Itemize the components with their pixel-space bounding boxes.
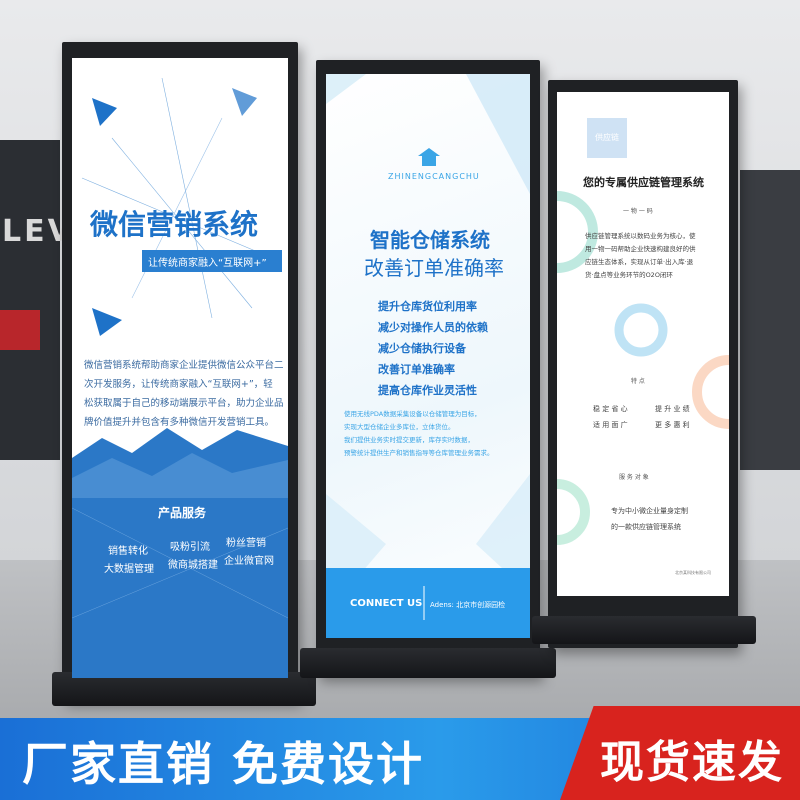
sign3-target-line: 专为中小微企业量身定制 [611,507,688,515]
banner-left-text: 厂家直销 免费设计 [22,737,425,791]
banner-red-block [560,706,800,800]
sign3-section1: 一 物 一 码 [623,208,653,215]
sign1-body-line: 次开发服务，让传统商家融入“互联网+”，轻 [84,379,273,390]
red-wall-block [0,310,40,350]
banner-right-text: 现货速发 [600,737,784,788]
sign3-feature: 更 多 惠 利 [655,421,690,429]
sign1-subtitle-bg [142,250,282,272]
sign2-point: 提高仓库作业灵活性 [378,384,477,397]
sign2-footer-title: CONNECT US [350,598,423,609]
dark-wall-left [0,140,60,460]
sign1-service: 销售转化 [108,546,148,557]
dark-wall-right [740,170,800,470]
stand-base-3 [532,616,756,644]
sign1-service: 吸粉引流 [170,542,210,553]
sign2-brand: ZHINENGCANGCHU [388,172,480,181]
sign3-body-line: 货·盘点等业务环节的O2O闭环 [585,271,673,279]
sign-weixin: 微信营销系统 让传统商家融入“互联网+” 微信营销系统帮助商家企业提供微信公众平… [72,58,288,678]
sign3-feature: 稳 定 省 心 [593,405,628,413]
sign2-body-line: 我们提供业务实时提交更新，库存实时数据， [344,436,474,444]
sign2-point: 减少仓储执行设备 [378,342,466,355]
sign1-services-title: 产品服务 [158,506,207,520]
sign3-tag: 供应链 [595,133,619,142]
sign2-point: 减少对操作人员的依赖 [378,321,488,334]
sign3-target-line: 的一款供应链管理系统 [611,523,681,531]
sign1-service: 企业微官网 [224,556,274,567]
sign1-body: 微信营销系统帮助商家企业提供微信公众平台二 次开发服务，让传统商家融入“互联网+… [84,356,284,432]
sign3-section3: 服 务 对 象 [619,474,649,481]
sign2-body-line: 预警统计提供生产和销售指导等仓库管理业务需求。 [344,449,494,457]
sign3-section2: 特 点 [631,378,645,385]
background-sign-text: LEV [2,214,74,249]
sign2-footer-address: Adens: 北京市创源园检 [430,601,506,609]
sign2-body-line: 实现大型仓储企业多库位，立体货位。 [344,423,455,431]
sign1-service: 微商城搭建 [168,560,218,571]
sign3-footer: 北京某科技有限公司 [675,570,711,575]
sign2-body: 使用无线PDA数据采集设备以仓储管理为目标， 实现大型仓储企业多库位，立体货位。… [344,408,524,460]
sign2-point: 改善订单准确率 [378,363,455,376]
sign-gongyinglian: 供应链 您的专属供应链管理系统 一 物 一 码 供应链管理系统以数码业务为核心，… [557,92,729,596]
sign2-points: 提升仓库货位利用率 减少对操作人员的依赖 减少仓储执行设备 改善订单准确率 提高… [378,296,488,401]
sign1-title: 微信营销系统 [90,208,259,241]
sign3-decor [557,118,729,545]
sign3-title: 您的专属供应链管理系统 [583,176,704,189]
sign2-decor [326,74,530,638]
sign2-body-line: 使用无线PDA数据采集设备以仓储管理为目标， [344,410,481,418]
sign-cangchu: ZHINENGCANGCHU 智能仓储系统 改善订单准确率 提升仓库货位利用率 … [326,74,530,638]
sign3-body-line: 供应链管理系统以数码业务为核心，使 [585,232,696,240]
stand-base-2 [300,648,556,678]
sign1-subtitle: 让传统商家融入“互联网+” [148,258,267,269]
sign3-body-line: 用一物一码帮助企业快速构建良好的供 [585,245,696,253]
sign3-body: 供应链管理系统以数码业务为核心，使 用一物一码帮助企业快速构建良好的供 应链生态… [585,230,696,282]
sign1-service: 大数据管理 [104,564,154,575]
sign3-feature: 适 用 面 广 [593,421,628,429]
sign2-point: 提升仓库货位利用率 [378,300,477,313]
sign1-body-line: 牌价值提升并包含有多种微信开发营销工具。 [84,417,275,428]
sign3-feature: 提 升 业 绩 [655,405,690,413]
sign1-body-line: 微信营销系统帮助商家企业提供微信公众平台二 [84,360,284,371]
sign1-decor [72,77,288,678]
sign1-body-line: 松获取属于自己的移动端展示平台，助力企业品 [84,398,284,409]
sign1-service: 粉丝营销 [226,538,266,549]
sign2-subtitle: 改善订单准确率 [364,256,504,280]
sign2-title: 智能仓储系统 [370,228,490,252]
sign3-body-line: 应链生态体系，实现从订单·出入库·退 [585,258,694,266]
